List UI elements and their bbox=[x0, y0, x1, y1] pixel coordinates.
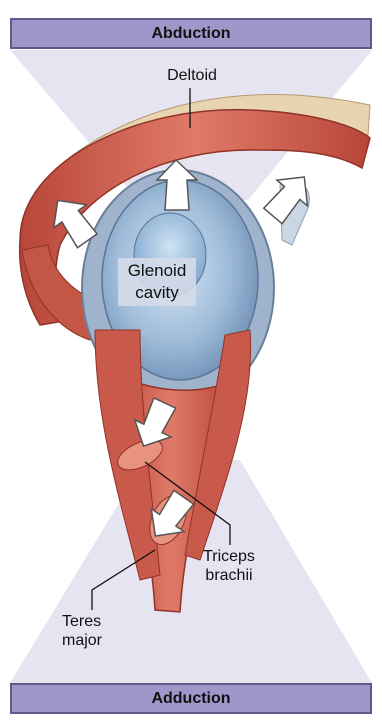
label-triceps-brachii: Triceps brachii bbox=[190, 547, 268, 585]
adduction-banner: Adduction bbox=[10, 683, 372, 714]
label-deltoid: Deltoid bbox=[160, 66, 224, 85]
label-teres-major: Teres major bbox=[62, 612, 124, 650]
abduction-banner: Abduction bbox=[10, 18, 372, 49]
label-glenoid-cavity: Glenoid cavity bbox=[118, 258, 196, 306]
